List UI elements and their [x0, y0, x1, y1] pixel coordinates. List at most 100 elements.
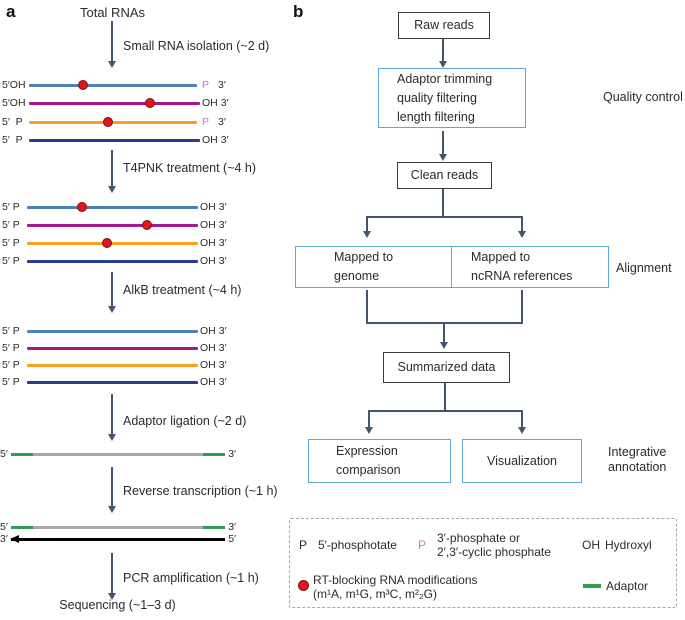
rna-5prime-label: 5′ P [2, 359, 20, 371]
legend-p5-text: 5′-phosphotate [318, 538, 397, 552]
clean-reads-box: Clean reads [397, 162, 492, 189]
connector [443, 322, 445, 342]
rna-5prime-label: 5′OH [2, 97, 26, 109]
rna-strand-orange [27, 238, 198, 248]
rt-duplex-bottom-row: 3′ 5′ [0, 532, 236, 546]
raw-reads-box: Raw reads [398, 12, 490, 39]
end-mark: OH [200, 376, 216, 388]
rna-5prime-label: 5′ P [2, 116, 23, 128]
rt-duplex-top-row: 5′ 3′ [0, 520, 236, 534]
end-mark: OH [202, 134, 218, 146]
step-arrow-reverse-transcription [107, 467, 116, 513]
rna-5prime-label: 5′ P [2, 134, 23, 146]
connector [368, 410, 523, 412]
step-label-alkb: AlkB treatment (~4 h) [123, 283, 242, 297]
connector [521, 410, 523, 427]
rna-strand-navy [27, 380, 198, 384]
lig-3prime-label: 3′ [228, 448, 236, 460]
flow-arrow [438, 131, 447, 161]
box-line: Mapped to [471, 250, 531, 264]
stage-line: Integrative [608, 445, 667, 459]
rna-strand-magenta [29, 98, 200, 108]
step-arrow-alkb [107, 272, 116, 313]
legend-mod-text: RT-blocking RNA modifications (m¹A, m¹G,… [313, 573, 478, 601]
sequencing-label: Sequencing (~1–3 d) [59, 598, 176, 612]
box-line: Mapped to [334, 250, 394, 264]
rna-strand-navy [29, 138, 200, 142]
connector [366, 216, 523, 218]
legend-oh-mark: OH [582, 538, 600, 552]
adaptor-segment [203, 452, 226, 456]
connector [368, 410, 370, 427]
flow-arrow [438, 39, 447, 68]
rna-strand-orange [27, 363, 198, 367]
step-label-t4pnk: T4PNK treatment (~4 h) [123, 161, 257, 175]
rna-3prime-label: 3′ [218, 342, 227, 354]
step-label-small-rna-isolation: Small RNA isolation (~2 d) [123, 39, 270, 53]
box-line: ncRNA references [471, 269, 573, 283]
duplex-top-3prime-label: 3′ [228, 521, 236, 533]
cdna-strand [9, 535, 226, 543]
step-arrow-t4pnk [107, 150, 116, 193]
rna-3prime-label: 3′ [220, 97, 229, 109]
connector [521, 216, 523, 231]
adaptor-segment [203, 525, 226, 529]
arrowhead [517, 231, 526, 238]
end-mark: P [202, 116, 210, 128]
panel-b-label: b [293, 2, 304, 21]
rt-blocking-modification-dot [102, 117, 113, 127]
stage-label-integrative-annotation: Integrative annotation [608, 445, 666, 475]
end-mark: OH [200, 237, 216, 249]
connector [444, 383, 446, 411]
legend-mod-line: (m¹A, m¹G, m³C, m²₂G) [313, 587, 437, 601]
mapped-to-genome-box: Mapped to genome [295, 246, 474, 288]
rna-5prime-label: 5′ P [2, 237, 20, 249]
rna-3prime-label: 3′ [218, 219, 227, 231]
qc-line: length filtering [397, 109, 475, 124]
mapped-to-ncrna-box: Mapped to ncRNA references [451, 246, 609, 288]
rna-5prime-label: 5′ P [2, 376, 20, 388]
quality-control-box: Adaptor trimming quality filtering lengt… [378, 68, 526, 128]
expression-comparison-box: Expression comparison [308, 439, 451, 483]
rna-3prime-label: 3′ [220, 134, 229, 146]
end-mark: OH [200, 219, 216, 231]
end-mark: OH [200, 359, 216, 371]
cdna-arrowhead [9, 535, 19, 543]
step-arrow-pcr [107, 553, 116, 600]
rna-strand-blue [29, 80, 197, 90]
box-line: Expression [336, 444, 398, 458]
connector [442, 189, 444, 217]
legend-p3-mark: P [418, 538, 427, 552]
rna-3prime-label: 3′ [218, 116, 226, 128]
rna-5prime-label: 5′OH [2, 79, 26, 91]
connector [366, 290, 368, 323]
rt-blocking-modification-dot [76, 202, 87, 212]
end-mark: OH [200, 325, 216, 337]
legend-p3-line: 3′-phosphate or [437, 531, 520, 545]
legend-p3-text: 3′-phosphate or 2′,3′-cyclic phosphate [437, 531, 551, 559]
step-label-pcr: PCR amplification (~1 h) [123, 571, 259, 585]
rna-strand-blue [27, 329, 198, 333]
arrowhead [362, 231, 371, 238]
duplex-top-5prime-label: 5′ [0, 521, 8, 533]
qc-line: quality filtering [397, 90, 477, 105]
ligated-strand [10, 525, 226, 529]
rna-3prime-label: 3′ [218, 201, 227, 213]
legend-p5-mark: P [299, 538, 308, 552]
rna-strand-orange [29, 117, 197, 127]
qc-line: Adaptor trimming [397, 71, 493, 86]
rna-strand-navy [27, 259, 198, 263]
legend-p3-line: 2′,3′-cyclic phosphate [437, 545, 551, 559]
ligated-strand [10, 452, 226, 456]
step-label-adaptor-ligation: Adaptor ligation (~2 d) [123, 414, 247, 428]
end-mark: OH [200, 255, 216, 267]
end-mark: OH [200, 201, 216, 213]
end-mark: P [202, 79, 210, 91]
